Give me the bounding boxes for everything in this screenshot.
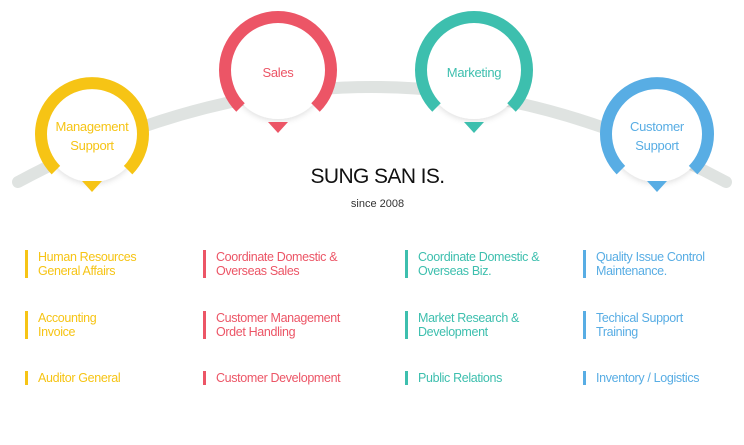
- item-coordinate-sales: Coordinate Domestic & Overseas Sales: [203, 250, 373, 278]
- node-management-ring: [35, 77, 149, 175]
- item-human-resources: Human Resources General Affairs: [25, 250, 195, 278]
- label-marketing: Marketing: [446, 65, 502, 80]
- label-management-support: Management Support: [55, 119, 129, 153]
- item-inventory-logistics: Inventory / Logistics: [583, 371, 744, 385]
- item-public-relations: Public Relations: [405, 371, 575, 385]
- node-customer-pointer: [647, 181, 667, 192]
- item-customer-management: Customer Management Ordet Handling: [203, 311, 373, 339]
- node-management-pointer: [82, 181, 102, 192]
- node-management-support: [35, 77, 149, 192]
- item-quality-issue: Quality Issue Control Maintenance.: [583, 250, 744, 278]
- company-name: SUNG SAN IS.: [310, 165, 446, 188]
- item-technical-support: Techical Support Training: [583, 311, 744, 339]
- node-marketing-shadow: [425, 21, 523, 119]
- node-sales-shadow: [229, 21, 327, 119]
- label-customer-support: Customer Support: [630, 119, 684, 153]
- node-customer-support: [600, 77, 714, 192]
- node-sales-pointer: [268, 122, 288, 133]
- node-marketing-ring: [415, 11, 533, 112]
- item-customer-development: Customer Development: [203, 371, 373, 385]
- node-sales: [219, 11, 337, 133]
- node-marketing-pointer: [464, 122, 484, 133]
- item-market-research: Market Research & Development: [405, 311, 575, 339]
- item-coordinate-biz: Coordinate Domestic & Overseas Biz.: [405, 250, 575, 278]
- node-marketing: [415, 11, 533, 133]
- item-auditor-general: Auditor General: [25, 371, 195, 385]
- node-management-shadow: [44, 86, 140, 182]
- node-sales-ring: [219, 11, 337, 112]
- node-customer-shadow: [609, 86, 705, 182]
- item-accounting: Accounting Invoice: [25, 311, 195, 339]
- company-since: since 2008: [350, 198, 405, 210]
- node-customer-ring: [600, 77, 714, 175]
- label-sales: Sales: [262, 65, 294, 80]
